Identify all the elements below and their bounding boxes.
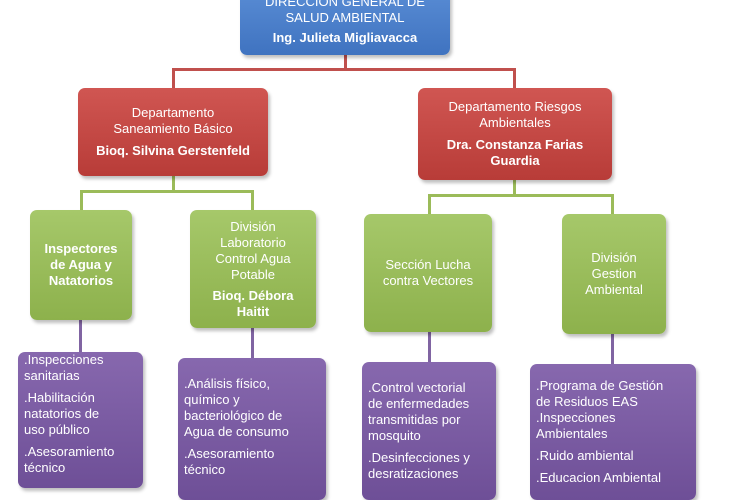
connector-left-bar — [80, 190, 254, 193]
dept-riesgos-box: Departamento Riesgos Ambientales Dra. Co… — [418, 88, 612, 180]
task1-item2: .Habilitación natatorios de uso público — [24, 390, 100, 437]
top-person: Ing. Julieta Migliavacca — [272, 29, 418, 45]
dept-right-person: Dra. Constanza Farias Guardia — [446, 137, 584, 168]
tasks-gestion-box: .Programa de Gestión de Residuos EAS .In… — [530, 364, 696, 500]
connector-left-down — [172, 176, 175, 192]
task2-item2: .Asesoramiento técnico — [184, 446, 275, 477]
connector-right-down — [513, 180, 516, 196]
dept-left-person: Bioq. Silvina Gerstenfeld — [96, 143, 250, 158]
connector-dept-left — [172, 68, 175, 88]
task4-item1: .Programa de Gestión de Residuos EAS .In… — [536, 378, 664, 441]
unit-vectores-box: Sección Lucha contra Vectores — [364, 214, 492, 332]
task2-item1: .Análisis físico, químico y bacteriológi… — [184, 376, 289, 439]
unit2-person: Bioq. Débora Haitit — [212, 287, 294, 319]
connector-task2 — [251, 328, 254, 358]
task3-item1: .Control vectorial de enfermedades trans… — [368, 380, 470, 443]
dept-left-title: Departamento Saneamiento Básico — [113, 105, 233, 136]
unit2-title: División Laboratorio Control Agua Potabl… — [215, 218, 291, 282]
connector-task1 — [79, 320, 82, 352]
tasks-vectores-box: .Control vectorial de enfermedades trans… — [362, 362, 496, 500]
tasks-inspectores-box: .Inspecciones sanitarias .Habilitación n… — [18, 352, 143, 488]
connector-unit3 — [428, 194, 431, 214]
connector-dept-right — [513, 68, 516, 88]
task4-item3: .Educacion Ambiental — [536, 470, 662, 485]
connector-task4 — [611, 334, 614, 364]
task3-item2: .Desinfecciones y desratizaciones — [368, 450, 470, 481]
connector-dept-bar — [172, 68, 516, 71]
task1-item1: .Inspecciones sanitarias — [24, 352, 104, 383]
unit3-title: Sección Lucha contra Vectores — [382, 257, 474, 288]
connector-unit4 — [611, 194, 614, 214]
connector-top-down — [344, 55, 347, 69]
unit1-title: Inspectores de Agua y Natatorios — [44, 241, 118, 288]
top-title: DIRECCIÓN GENERAL DE SALUD AMBIENTAL — [265, 0, 425, 25]
connector-right-bar — [428, 194, 614, 197]
unit-laboratorio-box: División Laboratorio Control Agua Potabl… — [190, 210, 316, 328]
unit-inspectores-box: Inspectores de Agua y Natatorios — [30, 210, 132, 320]
connector-task3 — [428, 332, 431, 362]
unit-gestion-box: División Gestion Ambiental — [562, 214, 666, 334]
unit4-title: División Gestion Ambiental — [585, 250, 643, 297]
connector-unit1 — [80, 190, 83, 210]
tasks-laboratorio-box: .Análisis físico, químico y bacteriológi… — [178, 358, 326, 500]
task1-item3: .Asesoramiento técnico — [24, 444, 115, 475]
connector-unit2 — [251, 190, 254, 210]
task4-item2: .Ruido ambiental — [536, 448, 634, 463]
dept-saneamiento-box: Departamento Saneamiento Básico Bioq. Si… — [78, 88, 268, 176]
top-director-box: DIRECCIÓN GENERAL DE SALUD AMBIENTAL Ing… — [240, 0, 450, 55]
dept-right-title: Departamento Riesgos Ambientales — [448, 99, 582, 130]
